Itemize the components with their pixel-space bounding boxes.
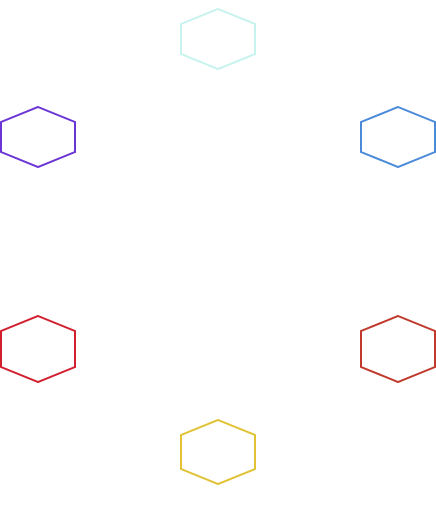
hexagon-lower-left — [0, 314, 76, 384]
hexagon-center — [181, 213, 255, 293]
hexagon-bottom — [180, 418, 256, 486]
hexagon-upper-right — [360, 105, 436, 169]
hexagon-upper-left — [0, 105, 76, 169]
hexagon-lower-right — [360, 314, 436, 384]
hexagon-top — [180, 7, 256, 71]
